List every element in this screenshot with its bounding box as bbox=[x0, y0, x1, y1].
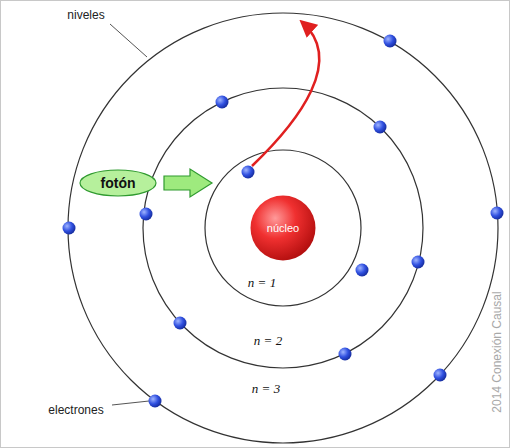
node-text: núcleo bbox=[267, 222, 299, 234]
excitation-arrow bbox=[252, 22, 319, 166]
watermark: 2014 Conexión Causal bbox=[490, 291, 504, 412]
level-number: n = 2 bbox=[254, 333, 282, 349]
level-number: n = 3 bbox=[252, 381, 280, 397]
leader-line bbox=[112, 401, 149, 405]
electron-label: electrones bbox=[48, 403, 103, 417]
level-label: niveles bbox=[67, 8, 104, 22]
energy-levels bbox=[68, 13, 498, 443]
photon-ellipse: fotón bbox=[79, 169, 157, 197]
level-number: n = 1 bbox=[248, 275, 276, 291]
leader-line bbox=[110, 24, 147, 57]
node-text: fotón bbox=[101, 175, 136, 191]
nucleus-circle: núcleo bbox=[250, 195, 316, 261]
photon-arrow bbox=[164, 169, 212, 197]
electrons bbox=[63, 35, 504, 408]
